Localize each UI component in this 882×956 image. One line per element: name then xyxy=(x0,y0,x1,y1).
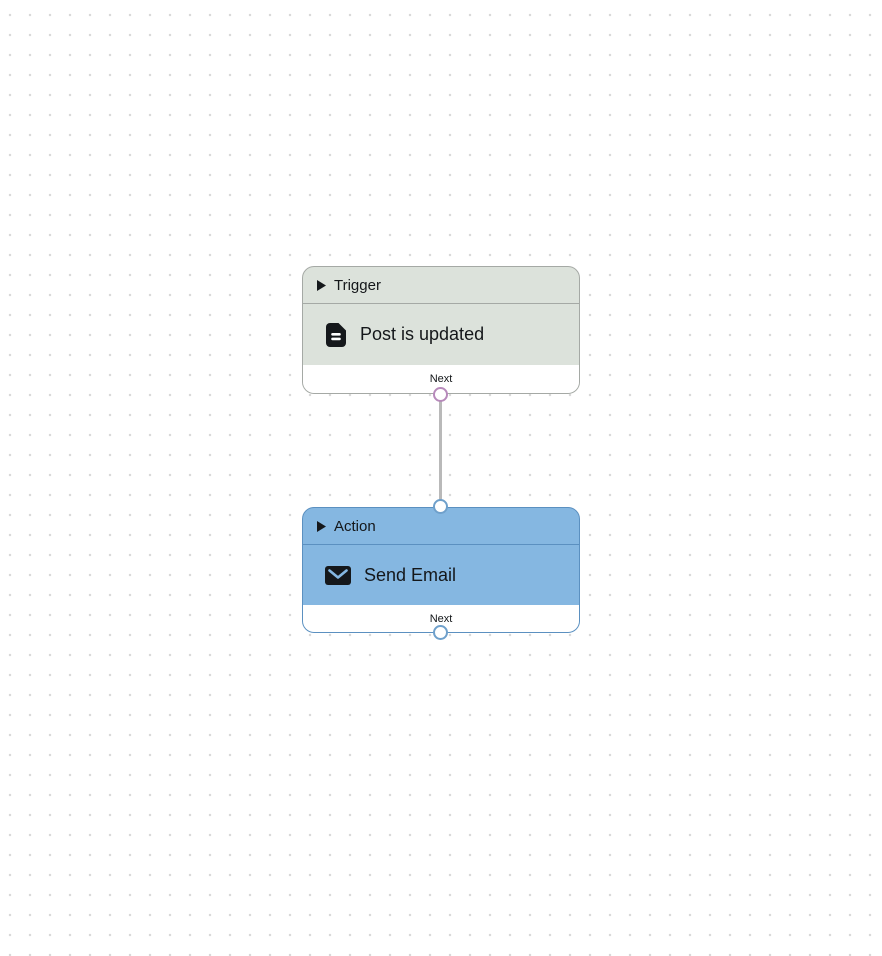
node-type-label: Action xyxy=(334,517,376,535)
action-step-item[interactable]: Send Email xyxy=(303,545,579,605)
action-node[interactable]: Action Send Email Next xyxy=(302,507,580,633)
connector-line[interactable] xyxy=(439,395,442,507)
next-label: Next xyxy=(429,373,453,385)
trigger-node-header[interactable]: Trigger xyxy=(303,267,579,304)
document-icon xyxy=(325,322,347,347)
play-icon xyxy=(317,279,326,291)
play-icon xyxy=(317,520,326,532)
mail-icon xyxy=(325,565,351,585)
action-node-header[interactable]: Action xyxy=(303,508,579,545)
node-type-label: Trigger xyxy=(334,276,381,294)
trigger-step-item[interactable]: Post is updated xyxy=(303,304,579,365)
action-input-port[interactable] xyxy=(433,499,448,514)
trigger-node[interactable]: Trigger Post is updated Next xyxy=(302,266,580,394)
trigger-next-port[interactable] xyxy=(433,387,448,402)
action-next-port[interactable] xyxy=(433,625,448,640)
step-label: Send Email xyxy=(364,564,457,585)
next-label: Next xyxy=(429,612,453,625)
step-label: Post is updated xyxy=(360,324,485,344)
